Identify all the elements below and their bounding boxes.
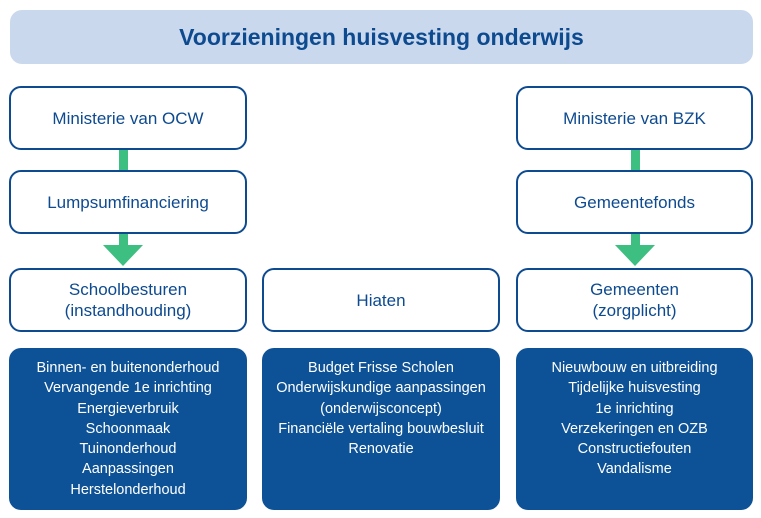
box-line: Schoolbesturen: [68, 280, 188, 299]
arrow-down-icon: [103, 245, 143, 266]
gemeentefonds-box: Gemeentefonds: [516, 170, 753, 234]
list-item: Tuinonderhoud: [79, 441, 177, 458]
hiaten-items: Budget Frisse Scholen Onderwijskundige a…: [262, 348, 500, 510]
connector-line: [119, 150, 128, 171]
schoolbesturen-items: Binnen- en buitenonderhoud Vervangende 1…: [9, 348, 247, 510]
arrow-down-icon: [615, 245, 655, 266]
list-item: Vervangende 1e inrichting: [44, 380, 212, 397]
list-item: Constructiefouten: [577, 441, 692, 458]
box-line: (zorgplicht): [592, 301, 677, 320]
list-item: Verzekeringen en OZB: [561, 420, 708, 437]
list-item: Vandalisme: [597, 461, 672, 478]
list-item: Schoonmaak: [85, 420, 171, 437]
list-item: Energieverbruik: [77, 400, 179, 417]
lumpsum-box: Lumpsumfinanciering: [9, 170, 247, 234]
gemeenten-items: Nieuwbouw en uitbreiding Tijdelijke huis…: [516, 348, 753, 510]
list-item: Aanpassingen: [82, 461, 174, 478]
box-line: (instandhouding): [64, 301, 192, 320]
hiaten-box: Hiaten: [262, 268, 500, 332]
arrow-shaft: [119, 234, 128, 246]
list-item: Nieuwbouw en uitbreiding: [551, 360, 718, 376]
ministry-bzk-box: Ministerie van BZK: [516, 86, 753, 150]
arrow-shaft: [631, 234, 640, 246]
list-item: (onderwijsconcept): [320, 400, 442, 417]
list-item: Budget Frisse Scholen: [308, 360, 454, 376]
diagram-title: Voorzieningen huisvesting onderwijs: [10, 10, 753, 64]
list-item: Herstelonderhoud: [70, 481, 186, 498]
list-item: Onderwijskundige aanpassingen: [276, 380, 486, 397]
connector-line: [631, 150, 640, 171]
list-item: Binnen- en buitenonderhoud: [36, 360, 220, 376]
gemeenten-box: Gemeenten (zorgplicht): [516, 268, 753, 332]
list-item: Renovatie: [348, 441, 414, 458]
box-line: Gemeenten: [590, 280, 679, 299]
list-item: 1e inrichting: [595, 400, 674, 417]
list-item: Tijdelijke huisvesting: [568, 380, 701, 397]
schoolbesturen-box: Schoolbesturen (instandhouding): [9, 268, 247, 332]
list-item: Financiële vertaling bouwbesluit: [278, 420, 484, 437]
ministry-ocw-box: Ministerie van OCW: [9, 86, 247, 150]
